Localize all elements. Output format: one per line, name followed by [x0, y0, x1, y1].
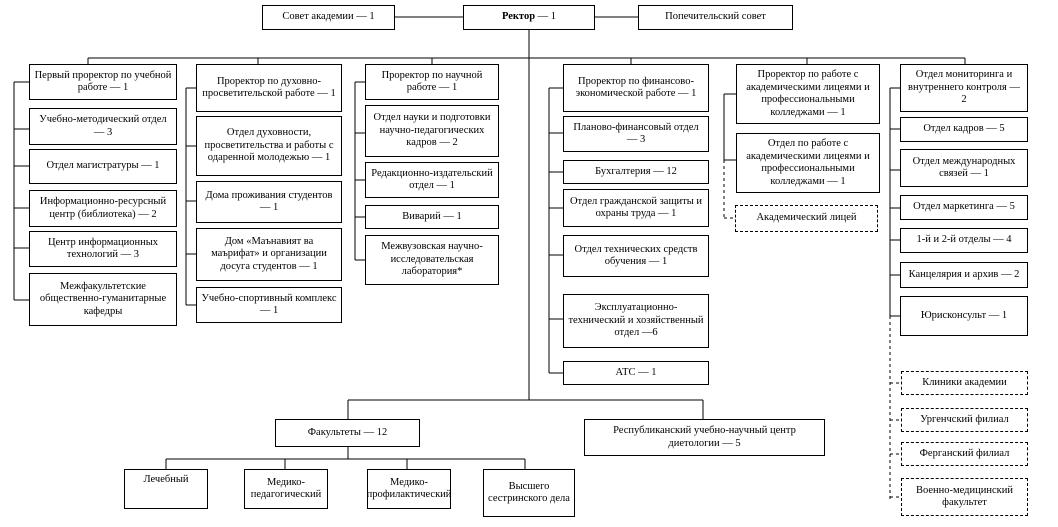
col6-dashed-box: Ферганский филиал	[901, 442, 1028, 466]
col2-item-box: Учебно-спортивный комплекс — 1	[196, 287, 342, 323]
col4-item-label: Отдел гражданской защиты и охраны труда …	[569, 195, 703, 220]
col1-item-box: Межфакультетские общественно-гуманитарны…	[29, 273, 177, 326]
col1-item-box: Отдел магистратуры — 1	[29, 149, 177, 184]
col4-head-label: Проректор по финансово-экономической раб…	[575, 75, 697, 100]
col1-item-label: Центр информационных технологий — 3	[47, 236, 159, 261]
col3-item-box: Межвузовская научно-исследовательская ла…	[365, 235, 499, 285]
rector-label: Ректор — 1	[502, 11, 556, 24]
faculty-item-label: Медико-профилактический	[366, 476, 452, 501]
col1-head-label: Первый проректор по учебной работе — 1	[34, 69, 172, 94]
faculty-item-label: Медико-педагогический	[250, 476, 322, 501]
col6-dashed-box: Ургенчский филиал	[901, 408, 1028, 432]
col1-item-box: Центр информационных технологий — 3	[29, 231, 177, 267]
col6-item-label: Юрисконсульт — 1	[920, 309, 1008, 321]
col4-item-box: Бухгалтерия — 12	[563, 160, 709, 184]
dietology-center-box: Республиканский учебно-научный центр дие…	[584, 419, 825, 456]
col6-item-box: Отдел мониторинга и внутреннего контроля…	[900, 64, 1028, 112]
col1-item-box: Информационно-ресурсный центр (библиотек…	[29, 190, 177, 227]
col1-head-box: Первый проректор по учебной работе — 1	[29, 64, 177, 100]
col4-item-label: Планово-финансовый отдел — 3	[573, 121, 699, 146]
col3-item-box: Виварий — 1	[365, 205, 499, 229]
col2-item-label: Дом «Маънавият ва маърифат» и организаци…	[211, 235, 327, 272]
col2-item-label: Учебно-спортивный комплекс — 1	[201, 292, 337, 317]
col6-dashed-box: Военно-медицинский факультет	[901, 478, 1028, 516]
faculties-box: Факультеты — 12	[275, 419, 420, 447]
rector-title: Ректор	[501, 11, 536, 23]
col2-item-label: Дома проживания студентов — 1	[205, 189, 333, 214]
col6-item-label: Канцелярия и архив — 2	[908, 268, 1020, 280]
dietology-center-label: Республиканский учебно-научный центр дие…	[613, 425, 796, 449]
col5-item-box: Отдел по работе с академическими лицеями…	[736, 133, 880, 193]
col2-head-box: Проректор по духовно-просветительской ра…	[196, 64, 342, 112]
col6-item-box: Юрисконсульт — 1	[900, 296, 1028, 336]
col6-dashed-box: Клиники академии	[901, 371, 1028, 395]
col2-head-label: Проректор по духовно-просветительской ра…	[202, 75, 336, 100]
col3-head-box: Проректор по научной работе — 1	[365, 64, 499, 100]
col6-dashed-label: Клиники академии	[922, 376, 1007, 388]
faculty-item-box: Медико-педагогический	[244, 469, 328, 509]
col6-item-label: Отдел кадров — 5	[923, 123, 1005, 135]
col6-item-box: Отдел международных связей — 1	[900, 149, 1028, 187]
col2-item-label: Отдел духовности, просветительства и раб…	[204, 127, 334, 164]
col4-item-label: АТС — 1	[615, 366, 657, 378]
col1-item-label: Отдел магистратуры — 1	[46, 160, 160, 172]
board-of-trustees-label: Попечительский совет	[665, 11, 766, 23]
col1-item-box: Учебно-методический отдел — 3	[29, 108, 177, 145]
col3-item-label: Редакционно-издательский отдел — 1	[371, 167, 493, 192]
faculties-label: Факультеты — 12	[307, 426, 388, 438]
col6-item-label: 1-й и 2-й отделы — 4	[916, 234, 1012, 246]
col3-item-label: Межвузовская научно-исследовательская ла…	[381, 241, 483, 278]
col2-item-box: Дом «Маънавият ва маърифат» и организаци…	[196, 228, 342, 281]
col2-item-box: Дома проживания студентов — 1	[196, 181, 342, 223]
faculty-item-label: Высшего сестринского дела	[488, 480, 570, 505]
col5-item-label: Отдел по работе с академическими лицеями…	[746, 138, 870, 187]
col3-item-box: Редакционно-издательский отдел — 1	[365, 162, 499, 198]
col4-item-label: Эксплуатационно-технический и хозяйствен…	[568, 302, 704, 339]
rector-count: — 1	[535, 11, 557, 23]
col3-head-label: Проректор по научной работе — 1	[381, 69, 483, 94]
col4-item-box: Отдел гражданской защиты и охраны труда …	[563, 189, 709, 227]
col6-item-label: Отдел мониторинга и внутреннего контроля…	[908, 69, 1020, 106]
col3-item-box: Отдел науки и подготовки научно-педагоги…	[365, 105, 499, 157]
col5-head-box: Проректор по работе с академическими лиц…	[736, 64, 880, 124]
board-of-trustees-box: Попечительский совет	[638, 5, 793, 30]
col4-item-box: АТС — 1	[563, 361, 709, 385]
col4-item-label: Бухгалтерия — 12	[595, 165, 677, 177]
faculty-item-box: Медико-профилактический	[367, 469, 451, 509]
col1-item-label: Информационно-ресурсный центр (библиотек…	[39, 196, 167, 220]
col6-item-box: Отдел кадров — 5	[900, 117, 1028, 142]
rector-box: Ректор — 1	[463, 5, 595, 30]
col4-item-label: Отдел технических средств обучения — 1	[574, 243, 698, 268]
col6-dashed-label: Ургенчский филиал	[920, 413, 1009, 425]
col6-item-label: Отдел международных связей — 1	[912, 155, 1016, 180]
col4-item-box: Планово-финансовый отдел — 3	[563, 116, 709, 152]
academic-lyceum-label: Академический лицей	[756, 212, 857, 224]
col4-item-box: Эксплуатационно-технический и хозяйствен…	[563, 294, 709, 348]
col6-dashed-label: Военно-медицинский факультет	[915, 484, 1013, 509]
col1-item-label: Учебно-методический отдел — 3	[39, 114, 167, 138]
academy-council-box: Совет академии — 1	[262, 5, 395, 30]
col1-item-label: Межфакультетские общественно-гуманитарны…	[39, 280, 167, 317]
academy-council-label: Совет академии — 1	[282, 11, 375, 23]
col4-head-box: Проректор по финансово-экономической раб…	[563, 64, 709, 112]
faculty-item-label: Лечебный	[143, 474, 189, 485]
faculty-item-box: Высшего сестринского дела	[483, 469, 575, 517]
col3-item-label: Отдел науки и подготовки научно-педагоги…	[373, 112, 491, 149]
col6-dashed-label: Ферганский филиал	[919, 447, 1010, 459]
col3-item-label: Виварий — 1	[402, 210, 462, 222]
faculty-item-box: Лечебный	[124, 469, 208, 509]
col6-item-box: Отдел маркетинга — 5	[900, 195, 1028, 220]
col6-item-box: Канцелярия и архив — 2	[900, 262, 1028, 288]
col2-item-box: Отдел духовности, просветительства и раб…	[196, 116, 342, 176]
col4-item-box: Отдел технических средств обучения — 1	[563, 235, 709, 277]
academic-lyceum-box: Академический лицей	[735, 205, 878, 232]
col6-item-box: 1-й и 2-й отделы — 4	[900, 228, 1028, 253]
col5-head-label: Проректор по работе с академическими лиц…	[746, 69, 870, 118]
col6-item-label: Отдел маркетинга — 5	[913, 201, 1015, 213]
